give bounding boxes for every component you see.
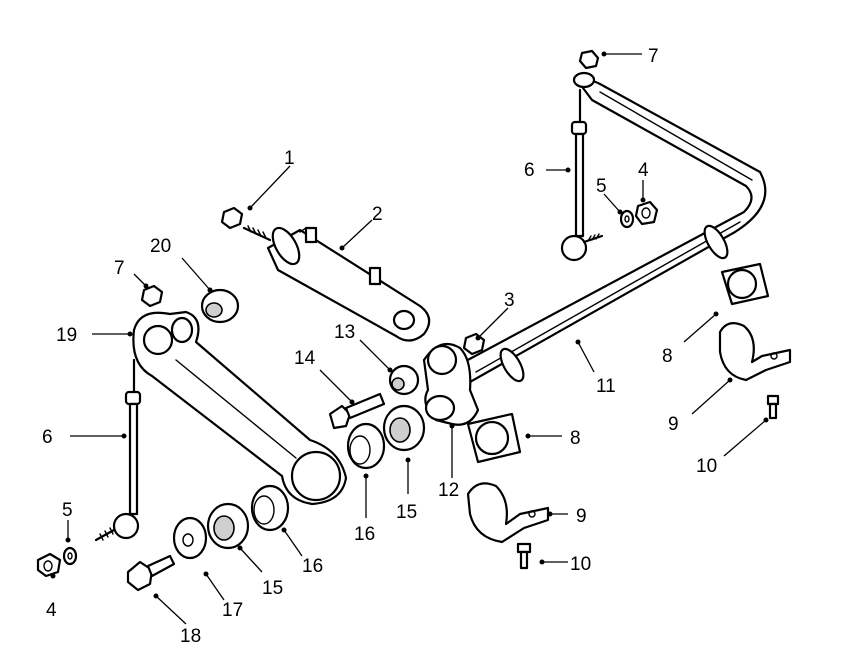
callout-11: 11 [596,376,616,397]
callout-19: 19 [56,325,77,346]
callout-6a: 6 [524,160,535,181]
callout-2: 2 [372,204,383,225]
bush-right-upper [720,262,770,306]
bush-15-upper [382,404,426,452]
callout-7a: 7 [648,46,659,67]
leader-lines [50,51,769,625]
bush-13 [388,364,420,396]
bush-centre [466,412,522,464]
spacer-16-upper [346,422,386,470]
callout-5a: 5 [596,176,607,197]
callout-3: 3 [504,290,515,311]
callout-15a: 15 [396,502,417,523]
bush-15-lower [206,502,250,550]
nut-lever [462,332,486,356]
bolt-centre [516,542,532,570]
nut-upper [634,200,659,226]
callout-labels: 1 2 3 4 4 5 5 6 6 7 7 8 8 9 9 10 10 11 1… [42,46,717,647]
lever-arm [422,342,480,426]
washer-upper [619,209,635,229]
callout-20: 20 [150,236,171,257]
callout-8b: 8 [570,428,581,449]
callout-6b: 6 [42,427,53,448]
callout-14: 14 [294,348,316,369]
bolt-18 [126,554,176,592]
callout-10b: 10 [570,554,591,575]
callout-18: 18 [180,626,201,647]
radius-arm [132,310,348,506]
callout-8a: 8 [662,346,673,367]
nut-top [578,49,600,70]
anti-roll-bar [462,71,767,384]
spacer-16-lower [250,484,290,532]
callout-4a: 4 [638,160,649,181]
washer-17 [172,516,208,560]
callout-1: 1 [284,148,295,169]
bolt-right-upper [766,394,780,420]
shaft-upper [242,225,272,242]
nut-strut [220,206,244,230]
callout-16b: 16 [302,556,323,577]
callout-15b: 15 [262,578,283,599]
washer-lower [62,546,78,566]
callout-13: 13 [334,322,355,343]
callout-4b: 4 [46,600,57,621]
callout-10a: 10 [696,456,717,477]
nut-lower [36,552,62,578]
bush-20 [200,288,240,324]
drop-link-upper [560,88,604,262]
callout-12: 12 [438,480,459,501]
bolt-14 [328,392,386,430]
strut-damper [266,226,431,342]
drop-link-lower [94,358,142,542]
nut-left [140,284,164,308]
clamp-centre [466,482,550,544]
callout-17: 17 [222,600,243,621]
callout-16a: 16 [354,524,375,545]
callout-7b: 7 [114,258,125,279]
callout-9a: 9 [668,414,679,435]
clamp-right-upper [718,321,792,382]
callout-9b: 9 [576,506,587,527]
callout-5b: 5 [62,500,73,521]
